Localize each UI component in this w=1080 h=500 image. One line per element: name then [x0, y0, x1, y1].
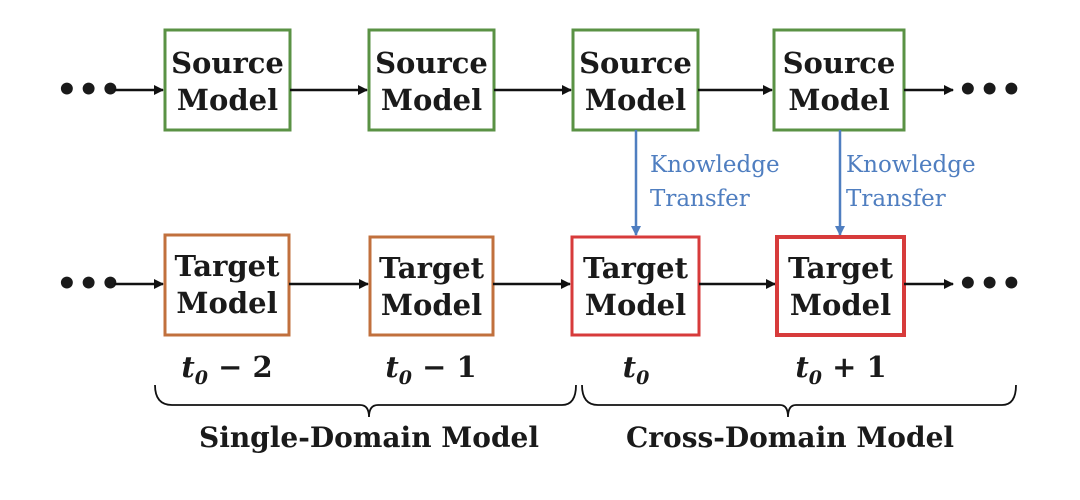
group-label-single-domain: Single-Domain Model	[199, 421, 539, 454]
source-model-box-2: Source Model	[367, 28, 496, 132]
target-model-box-3: Target Model	[570, 235, 701, 337]
source-model-box-4: Source Model	[772, 28, 906, 132]
group-label-cross-domain: Cross-Domain Model	[626, 421, 954, 454]
transfer-1-line1: Knowledge	[650, 152, 780, 178]
source-model-3-line1: Source	[579, 46, 692, 80]
brace-single-domain	[154, 384, 577, 418]
target-model-box-2: Target Model	[368, 235, 495, 337]
target-model-1-line2: Model	[176, 286, 277, 320]
source-model-1-line2: Model	[177, 83, 278, 117]
target-model-4-line1: Target	[788, 251, 894, 285]
target-model-box-1: Target Model	[163, 233, 291, 337]
target-model-3-line1: Target	[583, 251, 689, 285]
target-model-box-4: Target Model	[775, 235, 906, 337]
source-model-2-line2: Model	[381, 83, 482, 117]
target-model-1-line1: Target	[175, 249, 281, 283]
time-label-t0-minus-2: t0 − 2	[181, 350, 272, 389]
ellipsis-target-left: •••	[56, 264, 121, 304]
source-model-3-line2: Model	[585, 83, 686, 117]
target-model-4-line2: Model	[790, 288, 891, 322]
source-model-2-line1: Source	[375, 46, 488, 80]
source-model-4-line2: Model	[788, 83, 889, 117]
transfer-1-line2: Transfer	[650, 186, 750, 212]
source-model-box-3: Source Model	[571, 28, 700, 132]
source-model-1-line1: Source	[171, 46, 284, 80]
target-model-2-line1: Target	[379, 251, 485, 285]
source-model-box-1: Source Model	[163, 28, 292, 132]
transfer-2-line2: Transfer	[846, 186, 946, 212]
ellipsis-source-left: •••	[56, 70, 121, 110]
brace-cross-domain	[581, 384, 1017, 418]
target-model-2-line2: Model	[381, 288, 482, 322]
time-label-t0: t0	[623, 350, 650, 389]
transfer-2-line1: Knowledge	[846, 152, 976, 178]
time-label-t0-plus-1: t0 + 1	[795, 350, 886, 389]
time-label-t0-minus-1: t0 − 1	[385, 350, 476, 389]
ellipsis-source-right: •••	[957, 70, 1022, 110]
target-model-3-line2: Model	[585, 288, 686, 322]
source-model-4-line1: Source	[783, 46, 896, 80]
ellipsis-target-right: •••	[957, 264, 1022, 304]
